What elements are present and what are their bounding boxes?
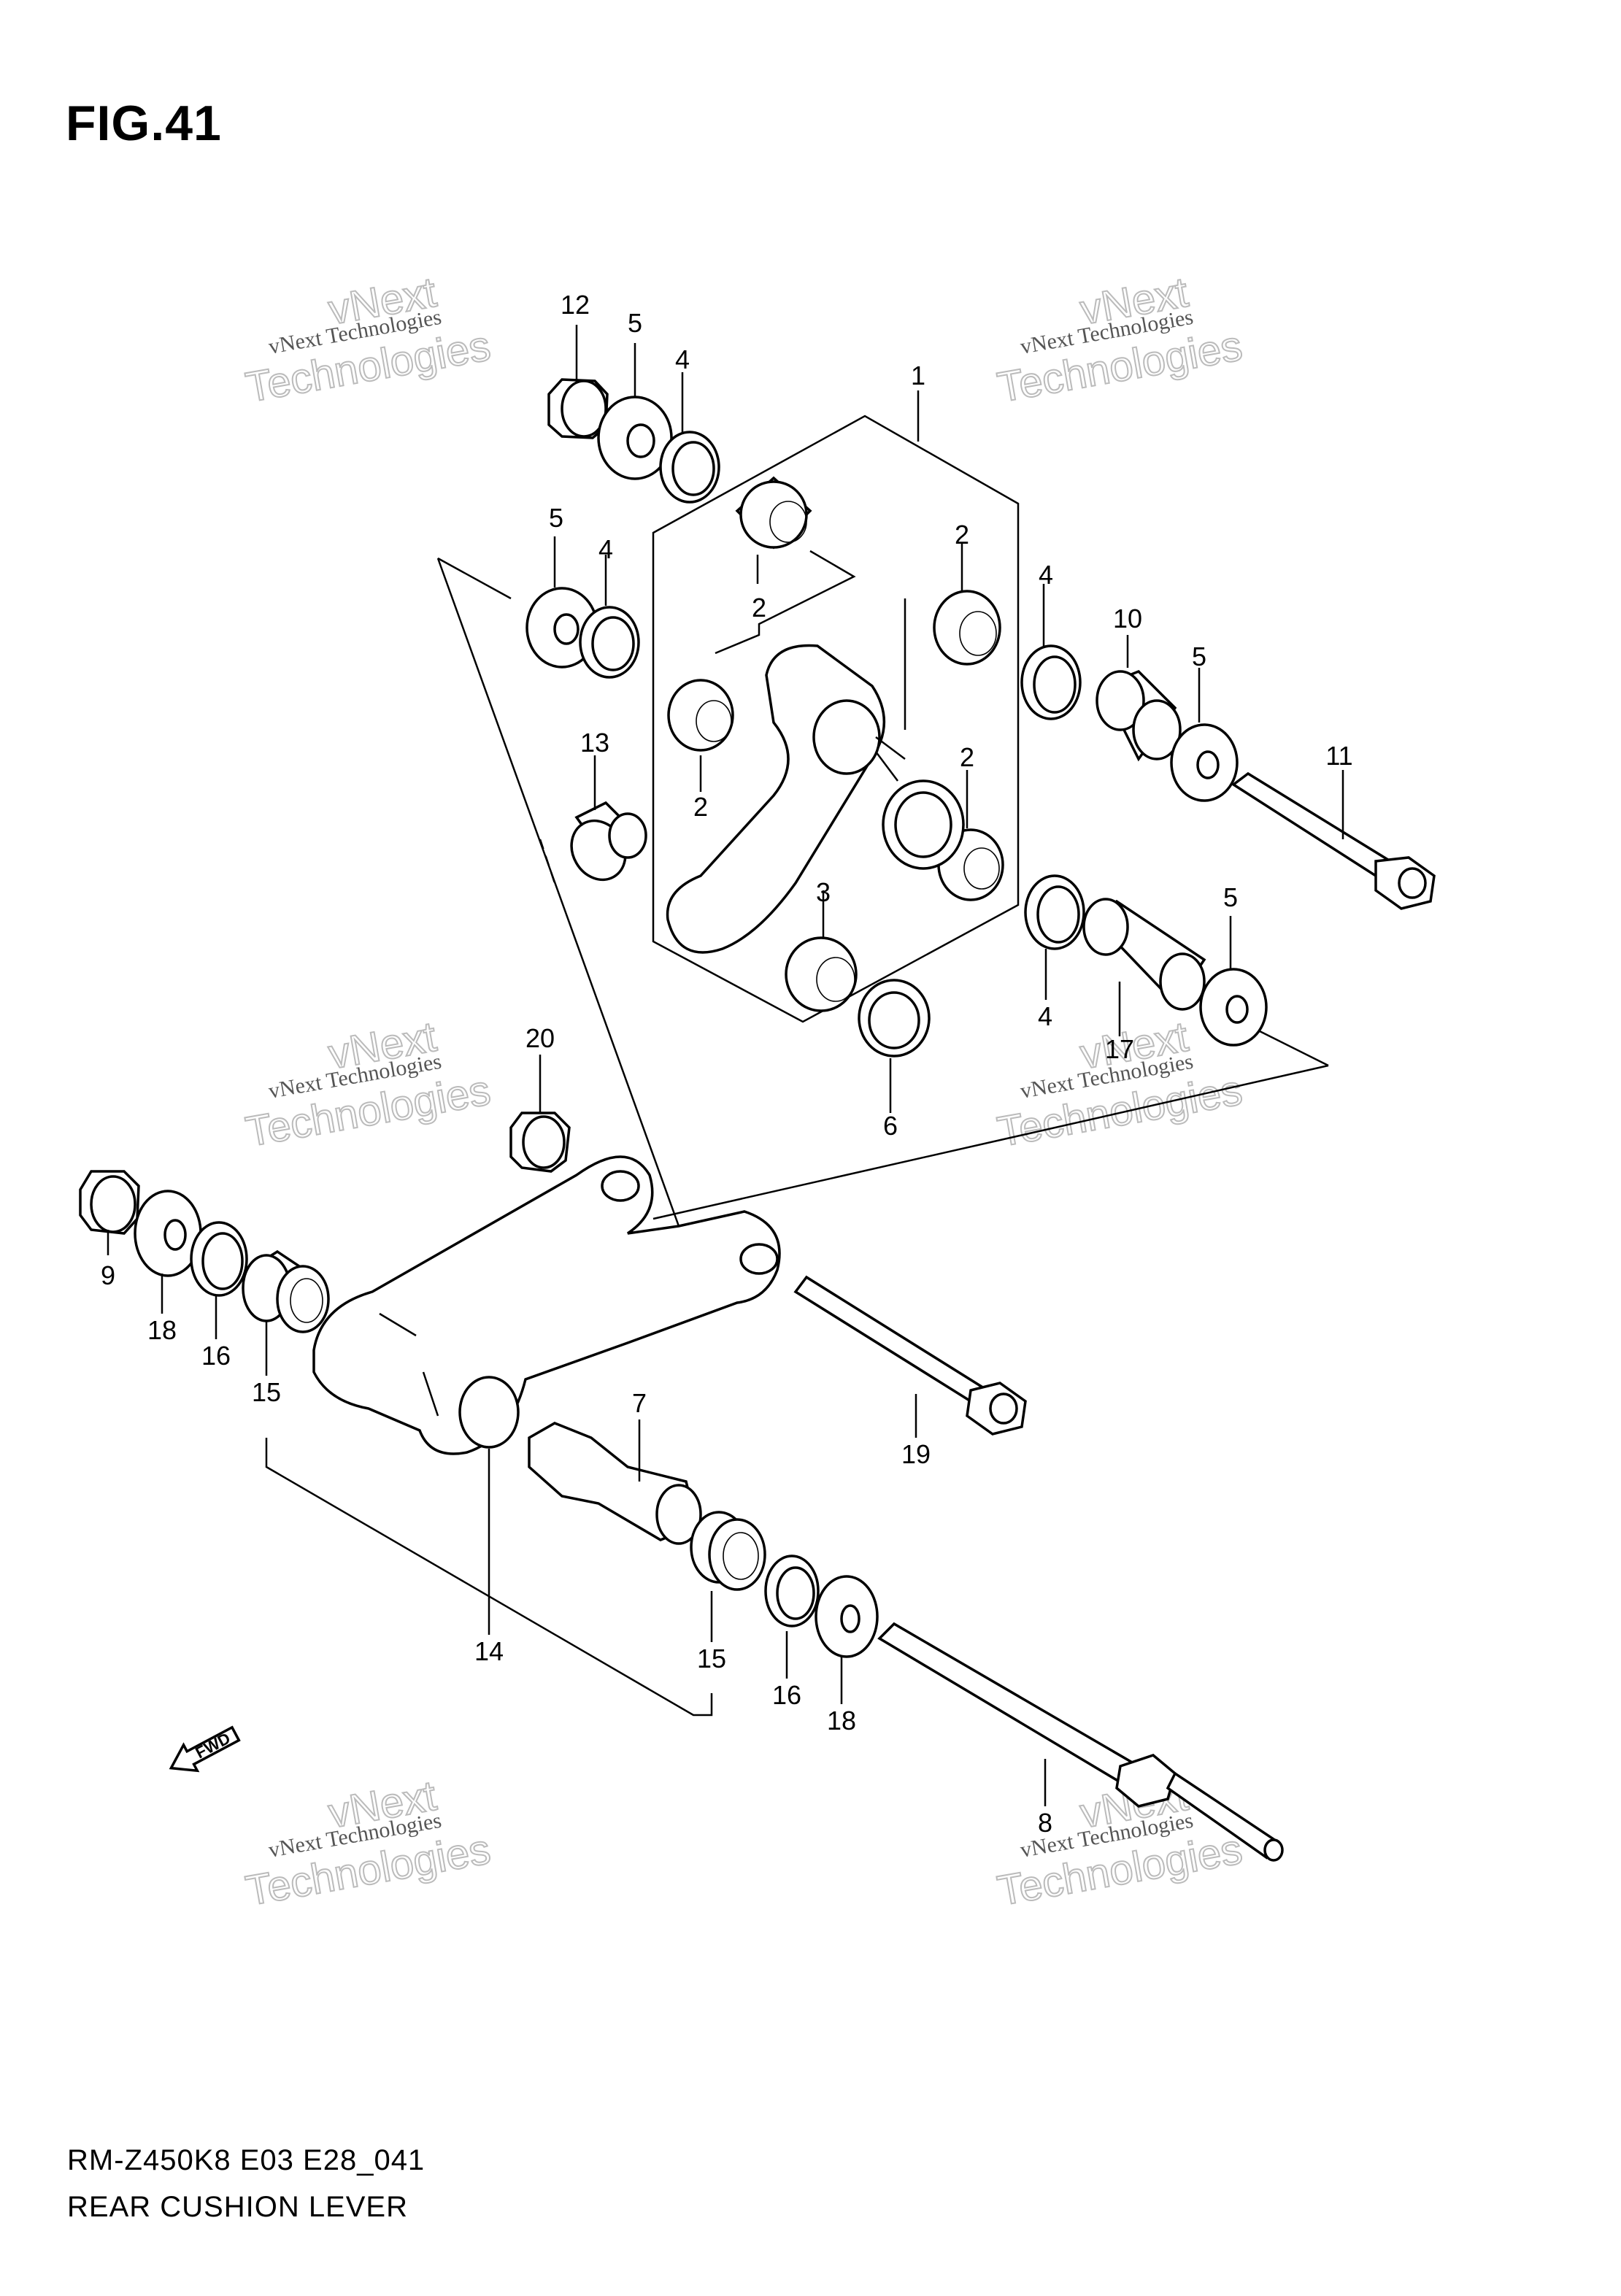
bearing-part-2 bbox=[735, 476, 812, 550]
callout-4: 4 bbox=[675, 344, 690, 374]
seal-part-6 bbox=[858, 979, 931, 1058]
seal-part-16 bbox=[764, 1555, 820, 1627]
forward-arrow: FWD bbox=[169, 1725, 241, 1773]
callout-9: 9 bbox=[101, 1260, 115, 1290]
collar-part-7 bbox=[528, 1422, 702, 1545]
leader-line bbox=[875, 736, 906, 760]
callout-20: 20 bbox=[525, 1023, 555, 1053]
seal-part-4 bbox=[1024, 874, 1085, 950]
bolt-part-8 bbox=[877, 1622, 1284, 1862]
nut-part-9 bbox=[79, 1170, 140, 1235]
forward-label: FWD bbox=[193, 1729, 234, 1763]
callout-labels: 12 5 4 1 5 4 2 2 2 2 4 10 5 11 13 3 2 5 … bbox=[101, 290, 1353, 1838]
bearing-part-2 bbox=[933, 590, 1001, 666]
callout-13: 13 bbox=[580, 728, 609, 758]
watermark: vNext vNext Technologies Technologies bbox=[242, 1771, 495, 1916]
callout-14: 14 bbox=[474, 1636, 504, 1666]
projection-line bbox=[436, 558, 680, 1227]
bearing-part-15 bbox=[690, 1511, 766, 1591]
callout-2: 2 bbox=[955, 520, 969, 550]
model-code: RM-Z450K8 E03 E28_041 bbox=[67, 2144, 426, 2176]
seal-part-4 bbox=[659, 431, 720, 504]
group-bracket bbox=[265, 1438, 713, 1717]
seal-part-16 bbox=[190, 1221, 248, 1297]
nut-part-20 bbox=[509, 1112, 571, 1173]
projection-line bbox=[437, 557, 512, 600]
callout-16: 16 bbox=[201, 1341, 231, 1371]
callout-5: 5 bbox=[1223, 882, 1238, 912]
callout-11: 11 bbox=[1325, 741, 1352, 771]
washer-part-5 bbox=[1170, 723, 1239, 802]
dashed-axis bbox=[539, 839, 556, 884]
bearing-part-3 bbox=[785, 936, 858, 1012]
callout-15: 15 bbox=[697, 1644, 726, 1673]
projection-line bbox=[652, 1064, 1329, 1220]
callout-leaders bbox=[107, 325, 1344, 1806]
leader-line bbox=[715, 550, 856, 655]
bearing-part-2 bbox=[667, 679, 734, 752]
bolt-part-19 bbox=[793, 1275, 1027, 1436]
assembly-frame bbox=[652, 415, 1020, 1023]
spacer-part-17 bbox=[1082, 898, 1206, 1011]
callout-18: 18 bbox=[827, 1706, 856, 1736]
watermark: vNext vNext Technologies Technologies bbox=[993, 1771, 1247, 1916]
callout-5: 5 bbox=[1192, 642, 1206, 671]
washer-part-18 bbox=[815, 1575, 879, 1658]
bolt-part-11 bbox=[1231, 771, 1436, 910]
callout-12: 12 bbox=[561, 290, 590, 320]
diagram-title: REAR CUSHION LEVER bbox=[67, 2191, 408, 2223]
callout-2: 2 bbox=[752, 593, 766, 623]
cushion-rod-part-1 bbox=[666, 644, 965, 954]
seal-part-4 bbox=[579, 606, 640, 679]
callout-10: 10 bbox=[1113, 604, 1142, 633]
seal-part-4 bbox=[1020, 644, 1082, 720]
bearing-part-15 bbox=[242, 1249, 330, 1333]
callout-4: 4 bbox=[1038, 1001, 1052, 1031]
callout-2: 2 bbox=[693, 792, 708, 822]
callout-18: 18 bbox=[147, 1315, 177, 1345]
callout-19: 19 bbox=[901, 1439, 931, 1469]
watermark: vNext vNext Technologies Technologies bbox=[993, 268, 1247, 412]
callout-2: 2 bbox=[960, 742, 974, 772]
callout-15: 15 bbox=[252, 1377, 281, 1407]
spacer-part-10 bbox=[1096, 669, 1182, 762]
watermark: vNext vNext Technologies Technologies bbox=[242, 268, 495, 412]
callout-17: 17 bbox=[1105, 1034, 1134, 1064]
callout-8: 8 bbox=[1038, 1808, 1052, 1838]
spacer-part-13 bbox=[570, 801, 647, 882]
callout-1: 1 bbox=[911, 361, 925, 390]
callout-4: 4 bbox=[1039, 560, 1053, 590]
washer-part-18 bbox=[134, 1190, 202, 1277]
watermark: vNext vNext Technologies Technologies bbox=[242, 1012, 495, 1157]
washer-part-5 bbox=[1199, 968, 1268, 1047]
callout-6: 6 bbox=[883, 1111, 898, 1141]
callout-4: 4 bbox=[598, 534, 613, 564]
callout-16: 16 bbox=[772, 1680, 801, 1710]
callout-5: 5 bbox=[549, 503, 563, 533]
figure-title: FIG.41 bbox=[66, 96, 222, 151]
cushion-lever-part-14 bbox=[312, 1155, 781, 1455]
callout-3: 3 bbox=[816, 877, 831, 907]
callout-5: 5 bbox=[628, 308, 642, 338]
callout-7: 7 bbox=[632, 1388, 647, 1418]
